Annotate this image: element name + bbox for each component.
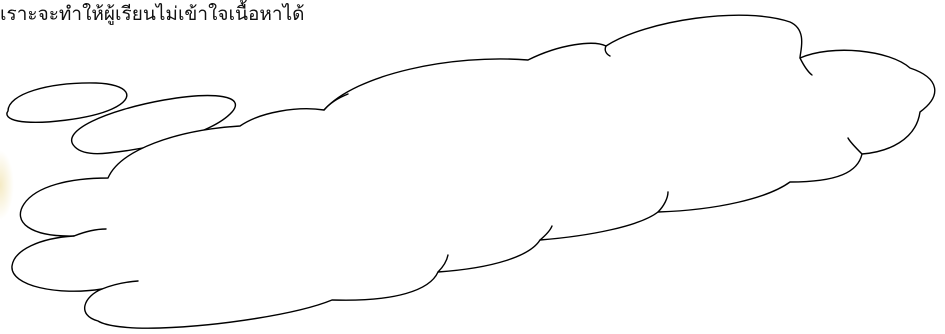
- thought-cloud: [12, 15, 935, 328]
